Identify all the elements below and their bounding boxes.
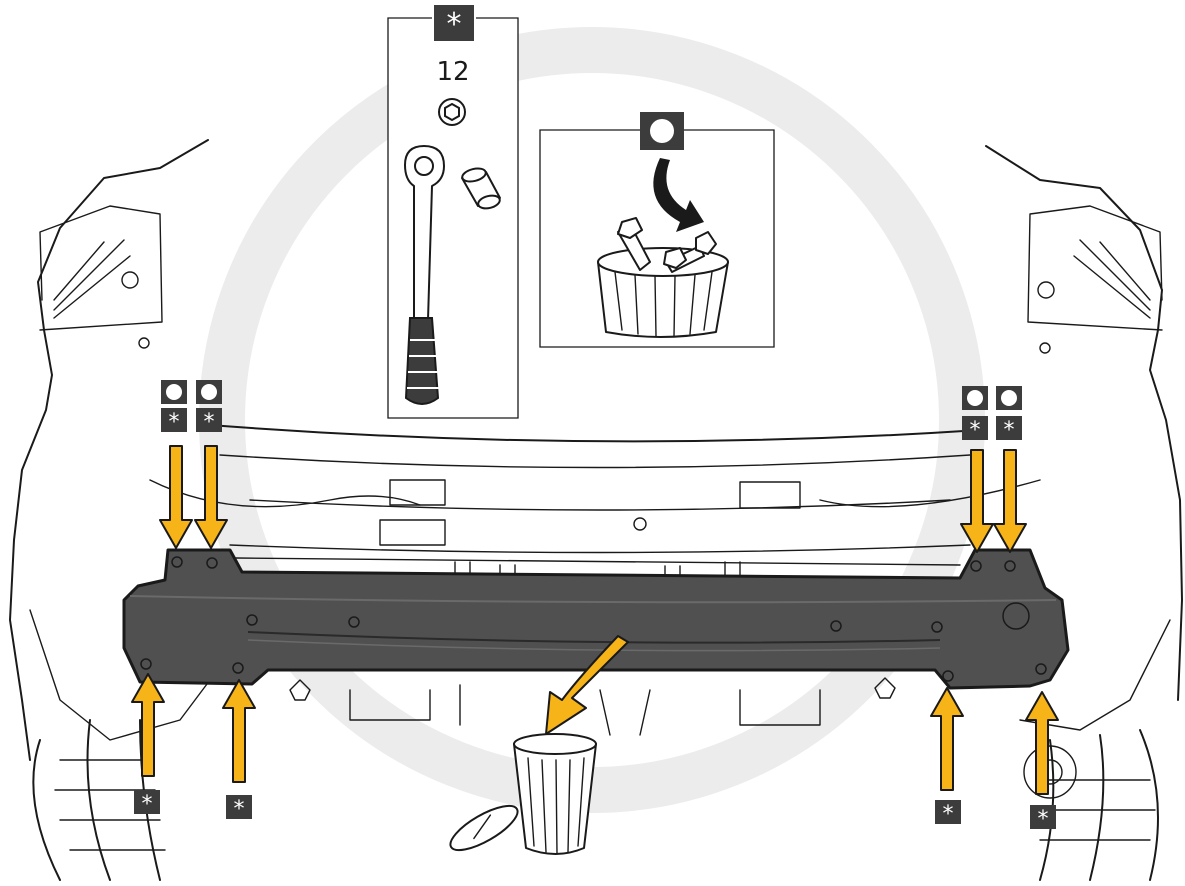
asterisk-icon: *: [234, 797, 245, 822]
asterisk-icon: *: [1004, 418, 1015, 443]
bottom-badges: * * * *: [134, 790, 1056, 832]
asterisk-icon: *: [142, 792, 153, 817]
top-left-fastener-arrows: [159, 445, 228, 549]
discard-panel: [539, 112, 775, 348]
bolt-bin-icon: [597, 217, 729, 338]
circle-icon: [201, 384, 217, 400]
ratchet-wrench-icon: [404, 145, 445, 405]
tool-panel: * 12: [387, 5, 519, 419]
circle-icon: [1001, 390, 1017, 406]
asterisk-icon: *: [447, 7, 462, 42]
bottom-left-fastener-arrows: [131, 673, 256, 783]
socket-icon: [461, 167, 501, 210]
discard-panel-circle-badge: [640, 112, 684, 150]
top-left-badges: * *: [161, 380, 222, 435]
asterisk-icon: *: [970, 418, 981, 443]
circle-icon: [967, 390, 983, 406]
vehicle-body: [9, 139, 1183, 881]
bumper-beam: [122, 548, 1070, 690]
asterisk-icon: *: [1038, 807, 1049, 832]
asterisk-icon: *: [204, 410, 215, 435]
discard-beam-arrow: [545, 635, 629, 735]
discard-arrow: [653, 158, 704, 232]
socket-size-label: 12: [436, 57, 469, 87]
asterisk-icon: *: [169, 410, 180, 435]
tool-panel-asterisk-badge: *: [434, 5, 474, 42]
top-right-fastener-arrows: [960, 449, 1027, 553]
bottom-right-fastener-arrows: [930, 687, 1059, 795]
asterisk-icon: *: [943, 802, 954, 827]
top-right-badges: * *: [962, 386, 1022, 443]
hex-nut-icon: [438, 98, 466, 126]
circle-icon: [650, 119, 674, 143]
circle-icon: [166, 384, 182, 400]
trash-can-icon: [449, 733, 597, 855]
